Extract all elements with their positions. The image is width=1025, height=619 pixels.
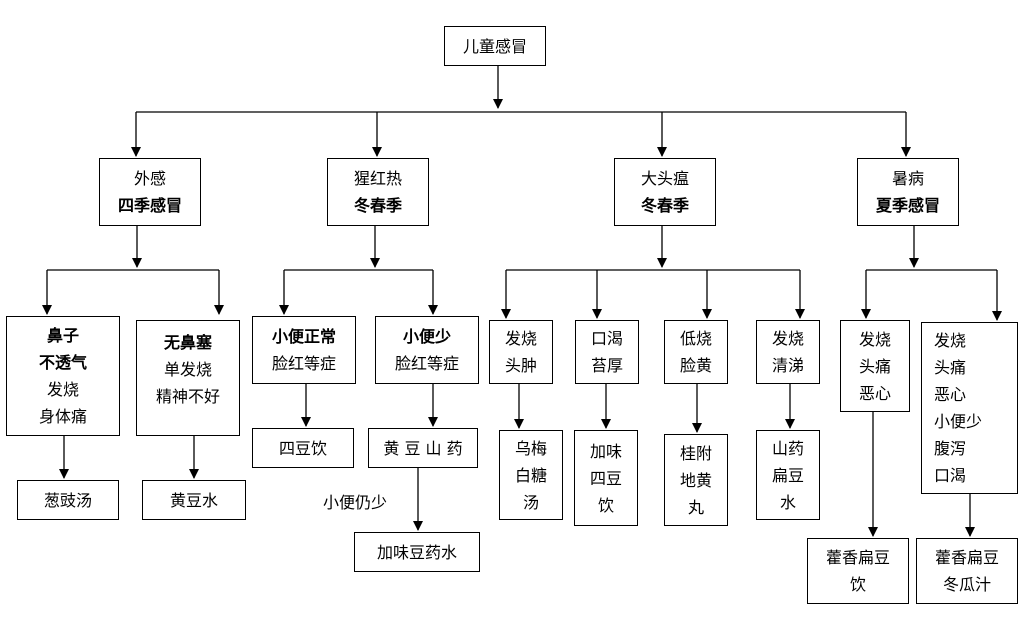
huoxiang-biandou-yin-node: 藿香扁豆 饮 [807, 538, 909, 604]
node-line: 冬春季 [640, 196, 689, 215]
node-line: 口渴 [590, 329, 623, 348]
huangdou-shanyao-node: 黄 豆 山 药 [368, 428, 478, 468]
node-line: 丸 [687, 497, 704, 517]
node-line: 无鼻塞 [163, 333, 212, 352]
node-line: 发烧 [771, 329, 804, 348]
fashao-touzhong-node: 发烧 头肿 [489, 320, 553, 384]
huoxiang-biandou-dongguazhi-node: 藿香扁豆 冬瓜汁 [916, 538, 1018, 604]
sidouyin-node: 四豆饮 [252, 428, 354, 468]
wumei-baitang-tang-node: 乌梅 白糖 汤 [499, 430, 563, 520]
node-line: 发烧 [46, 380, 79, 399]
node-line: 藿香扁豆 [934, 548, 999, 567]
node-line: 脸红等症 [271, 354, 336, 373]
node-line: 大头瘟 [640, 169, 689, 188]
node-line: 葱豉汤 [43, 490, 92, 510]
node-line: 小便少 [934, 412, 983, 431]
node-line: 四豆 [589, 468, 622, 488]
root-text: 儿童感冒 [462, 36, 527, 56]
fashao-toutong-node: 发烧 头痛 恶心 [840, 320, 910, 412]
node-line: 身体痛 [38, 407, 87, 426]
node-line: 饮 [597, 495, 614, 515]
node-line: 桂附 [679, 443, 712, 463]
node-line: 精神不好 [155, 387, 220, 406]
guifu-dihuang-wan-node: 桂附 地黄 丸 [664, 434, 728, 526]
jiawei-sidouyin-node: 加味 四豆 饮 [574, 430, 638, 526]
node-line: 加味 [589, 441, 622, 461]
node-line: 脸黄 [679, 356, 712, 375]
kouke-taihou-node: 口渴 苔厚 [575, 320, 639, 384]
node-line: 冬瓜汁 [942, 575, 991, 594]
node-line: 腹泻 [934, 439, 967, 458]
node-line: 单发烧 [163, 360, 212, 379]
xiaobian-zhengchang-node: 小便正常 脸红等症 [252, 316, 356, 384]
node-line: 水 [779, 492, 796, 512]
shanyao-biandou-shui-node: 山药 扁豆 水 [756, 430, 820, 520]
node-line: 恶心 [934, 385, 967, 404]
root-node: 儿童感冒 [444, 26, 546, 66]
jiawei-douyaoshui-node: 加味豆药水 [354, 532, 480, 572]
node-line: 夏季感冒 [875, 196, 940, 215]
node-line: 清涕 [771, 356, 804, 375]
node-line: 头痛 [858, 356, 891, 376]
node-line: 暑病 [891, 169, 924, 188]
node-line: 头痛 [934, 358, 967, 377]
node-line: 汤 [522, 492, 539, 512]
node-line: 白糖 [514, 465, 547, 485]
node-line: 口渴 [934, 466, 967, 485]
fashao-qingti-node: 发烧 清涕 [756, 320, 820, 384]
node-line: 外感 [133, 169, 166, 188]
node-line: 猩红热 [353, 169, 402, 188]
datouwen-node: 大头瘟 冬春季 [614, 158, 716, 226]
node-line: 黄豆水 [169, 490, 218, 510]
node-line: 四季感冒 [117, 196, 182, 215]
node-line: 四豆饮 [278, 438, 327, 458]
wubisai-node: 无鼻塞 单发烧 精神不好 [136, 320, 240, 436]
node-line: 冬春季 [353, 196, 402, 215]
huangdoushui-node: 黄豆水 [142, 480, 246, 520]
node-line: 乌梅 [514, 438, 547, 458]
node-line: 山药 [771, 438, 804, 458]
xinghongre-node: 猩红热 冬春季 [327, 158, 429, 226]
node-line: 黄 豆 山 药 [383, 438, 463, 458]
edge-label-xiaobian-rengshao: 小便仍少 [323, 493, 388, 512]
node-line: 扁豆 [771, 465, 804, 485]
node-line: 地黄 [679, 470, 712, 490]
node-line: 头肿 [504, 356, 537, 375]
dishao-lianhuang-node: 低烧 脸黄 [664, 320, 728, 384]
shubing-node: 暑病 夏季感冒 [857, 158, 959, 226]
congchitang-node: 葱豉汤 [17, 480, 119, 520]
waigan-node: 外感 四季感冒 [99, 158, 201, 226]
node-line: 低烧 [679, 329, 712, 348]
node-line: 鼻子 [46, 326, 79, 345]
fashao-multi-symptom-node: 发烧 头痛 恶心 小便少 腹泻 口渴 [921, 322, 1018, 494]
node-line: 加味豆药水 [376, 542, 457, 562]
node-line: 不透气 [38, 353, 87, 372]
node-line: 发烧 [858, 329, 891, 349]
node-line: 小便正常 [271, 327, 336, 346]
node-line: 发烧 [934, 331, 967, 350]
bizi-butouqi-node: 鼻子 不透气 发烧 身体痛 [6, 316, 120, 436]
node-line: 发烧 [504, 329, 537, 348]
node-line: 饮 [849, 575, 866, 594]
node-line: 小便少 [402, 327, 451, 346]
node-line: 脸红等症 [394, 354, 459, 373]
node-line: 藿香扁豆 [825, 548, 890, 567]
node-line: 苔厚 [590, 356, 623, 375]
xiaobian-shao-node: 小便少 脸红等症 [375, 316, 479, 384]
node-line: 恶心 [858, 383, 891, 403]
